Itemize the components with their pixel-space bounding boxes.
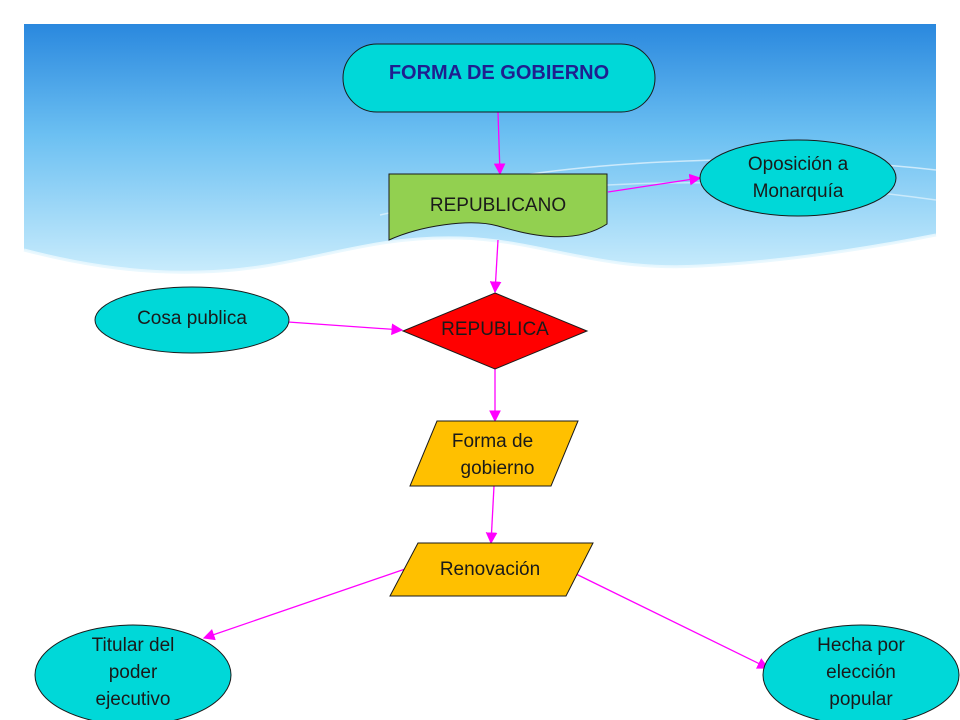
- connector-cosa-republica: [287, 321, 404, 336]
- forma-label: Forma de gobierno: [415, 428, 580, 482]
- hecha-line-2: elección: [826, 662, 896, 683]
- oposicion-ellipse: [699, 139, 897, 217]
- cosa-publica-label: Cosa publica: [137, 308, 247, 329]
- oposicion-label: Oposición a Monarquía: [700, 151, 896, 205]
- forma-line-1: Forma de: [451, 431, 534, 452]
- renovacion-parallelogram: [389, 542, 594, 597]
- connector-forma-renovacion: [485, 485, 498, 545]
- title-terminator-shape: [342, 43, 656, 113]
- forma-parallelogram: [409, 420, 579, 487]
- connectors: [202, 111, 770, 669]
- cosa-publica-ellipse: [94, 286, 290, 354]
- connector-renovacion-hecha: [575, 573, 770, 669]
- hecha-ellipse: [762, 624, 960, 720]
- republica-diamond: [401, 292, 589, 370]
- title-label: FORMA DE GOBIERNO: [388, 62, 610, 84]
- hecha-label: Hecha por elección popular: [763, 632, 959, 713]
- hecha-line-1: Hecha por: [817, 635, 905, 656]
- republica-label: REPUBLICA: [441, 319, 549, 340]
- titular-line-2: poder: [108, 662, 158, 683]
- connector-republicano-oposicion: [607, 173, 702, 193]
- oposicion-line-1: Oposición a: [747, 154, 849, 175]
- titular-line-1: Titular del: [91, 635, 175, 656]
- oposicion-line-2: Monarquía: [752, 181, 844, 202]
- hecha-line-3: popular: [829, 689, 893, 710]
- forma-line-2: gobierno: [460, 458, 535, 479]
- renovacion-label: Renovación: [439, 559, 541, 580]
- titular-label: Titular del poder ejecutivo: [35, 632, 231, 713]
- republicano-document-shape: [388, 173, 608, 241]
- connector-title-republicano: [493, 111, 506, 176]
- connector-republicano-republica: [489, 239, 502, 294]
- titular-line-3: ejecutivo: [95, 689, 171, 710]
- titular-ellipse: [34, 624, 232, 720]
- republicano-label: REPUBLICANO: [429, 195, 567, 216]
- connector-renovacion-titular: [202, 567, 409, 641]
